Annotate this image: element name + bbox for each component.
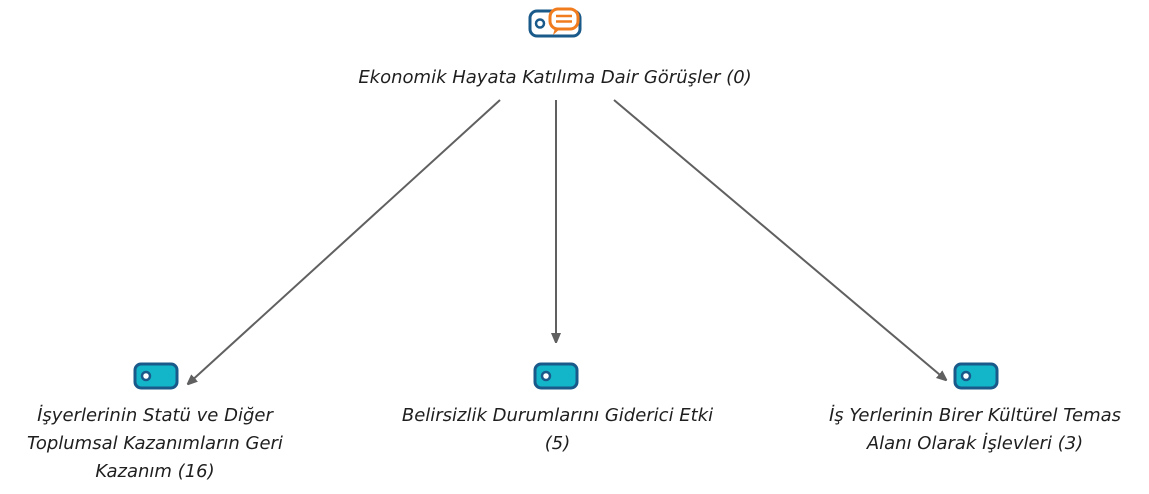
child-node-label-2[interactable]: Belirsizlik Durumlarını Giderici Etki (5… [370,402,745,458]
edge-root-to-child-1 [188,99,501,384]
child-1-label-line: İşyerlerinin Statü ve Diğer [37,405,273,426]
code-icon[interactable] [533,362,579,390]
code-icon[interactable] [953,362,999,390]
child-node-label-1[interactable]: İşyerlerinin Statü ve Diğer Toplumsal Ka… [0,402,310,486]
child-node-label-3[interactable]: İş Yerlerinin Birer Kültürel Temas Alanı… [795,402,1149,458]
code-icon[interactable] [133,362,179,390]
code-with-memo-icon[interactable] [528,6,584,40]
root-node-label[interactable]: Ekonomik Hayata Katılıma Dair Görüşler (… [358,67,752,88]
child-3-label-line: İş Yerlerinin Birer Kültürel Temas [828,405,1122,426]
child-2-label-line: (5) [544,433,571,454]
child-1-label-line: Toplumsal Kazanımların Geri [27,433,283,454]
edge-root-to-child-3 [613,99,946,380]
child-2-label-line: Belirsizlik Durumlarını Giderici Etki [401,405,714,426]
child-1-label-line: Kazanım (16) [95,461,215,482]
child-3-label-line: Alanı Olarak İşlevleri (3) [866,433,1084,454]
